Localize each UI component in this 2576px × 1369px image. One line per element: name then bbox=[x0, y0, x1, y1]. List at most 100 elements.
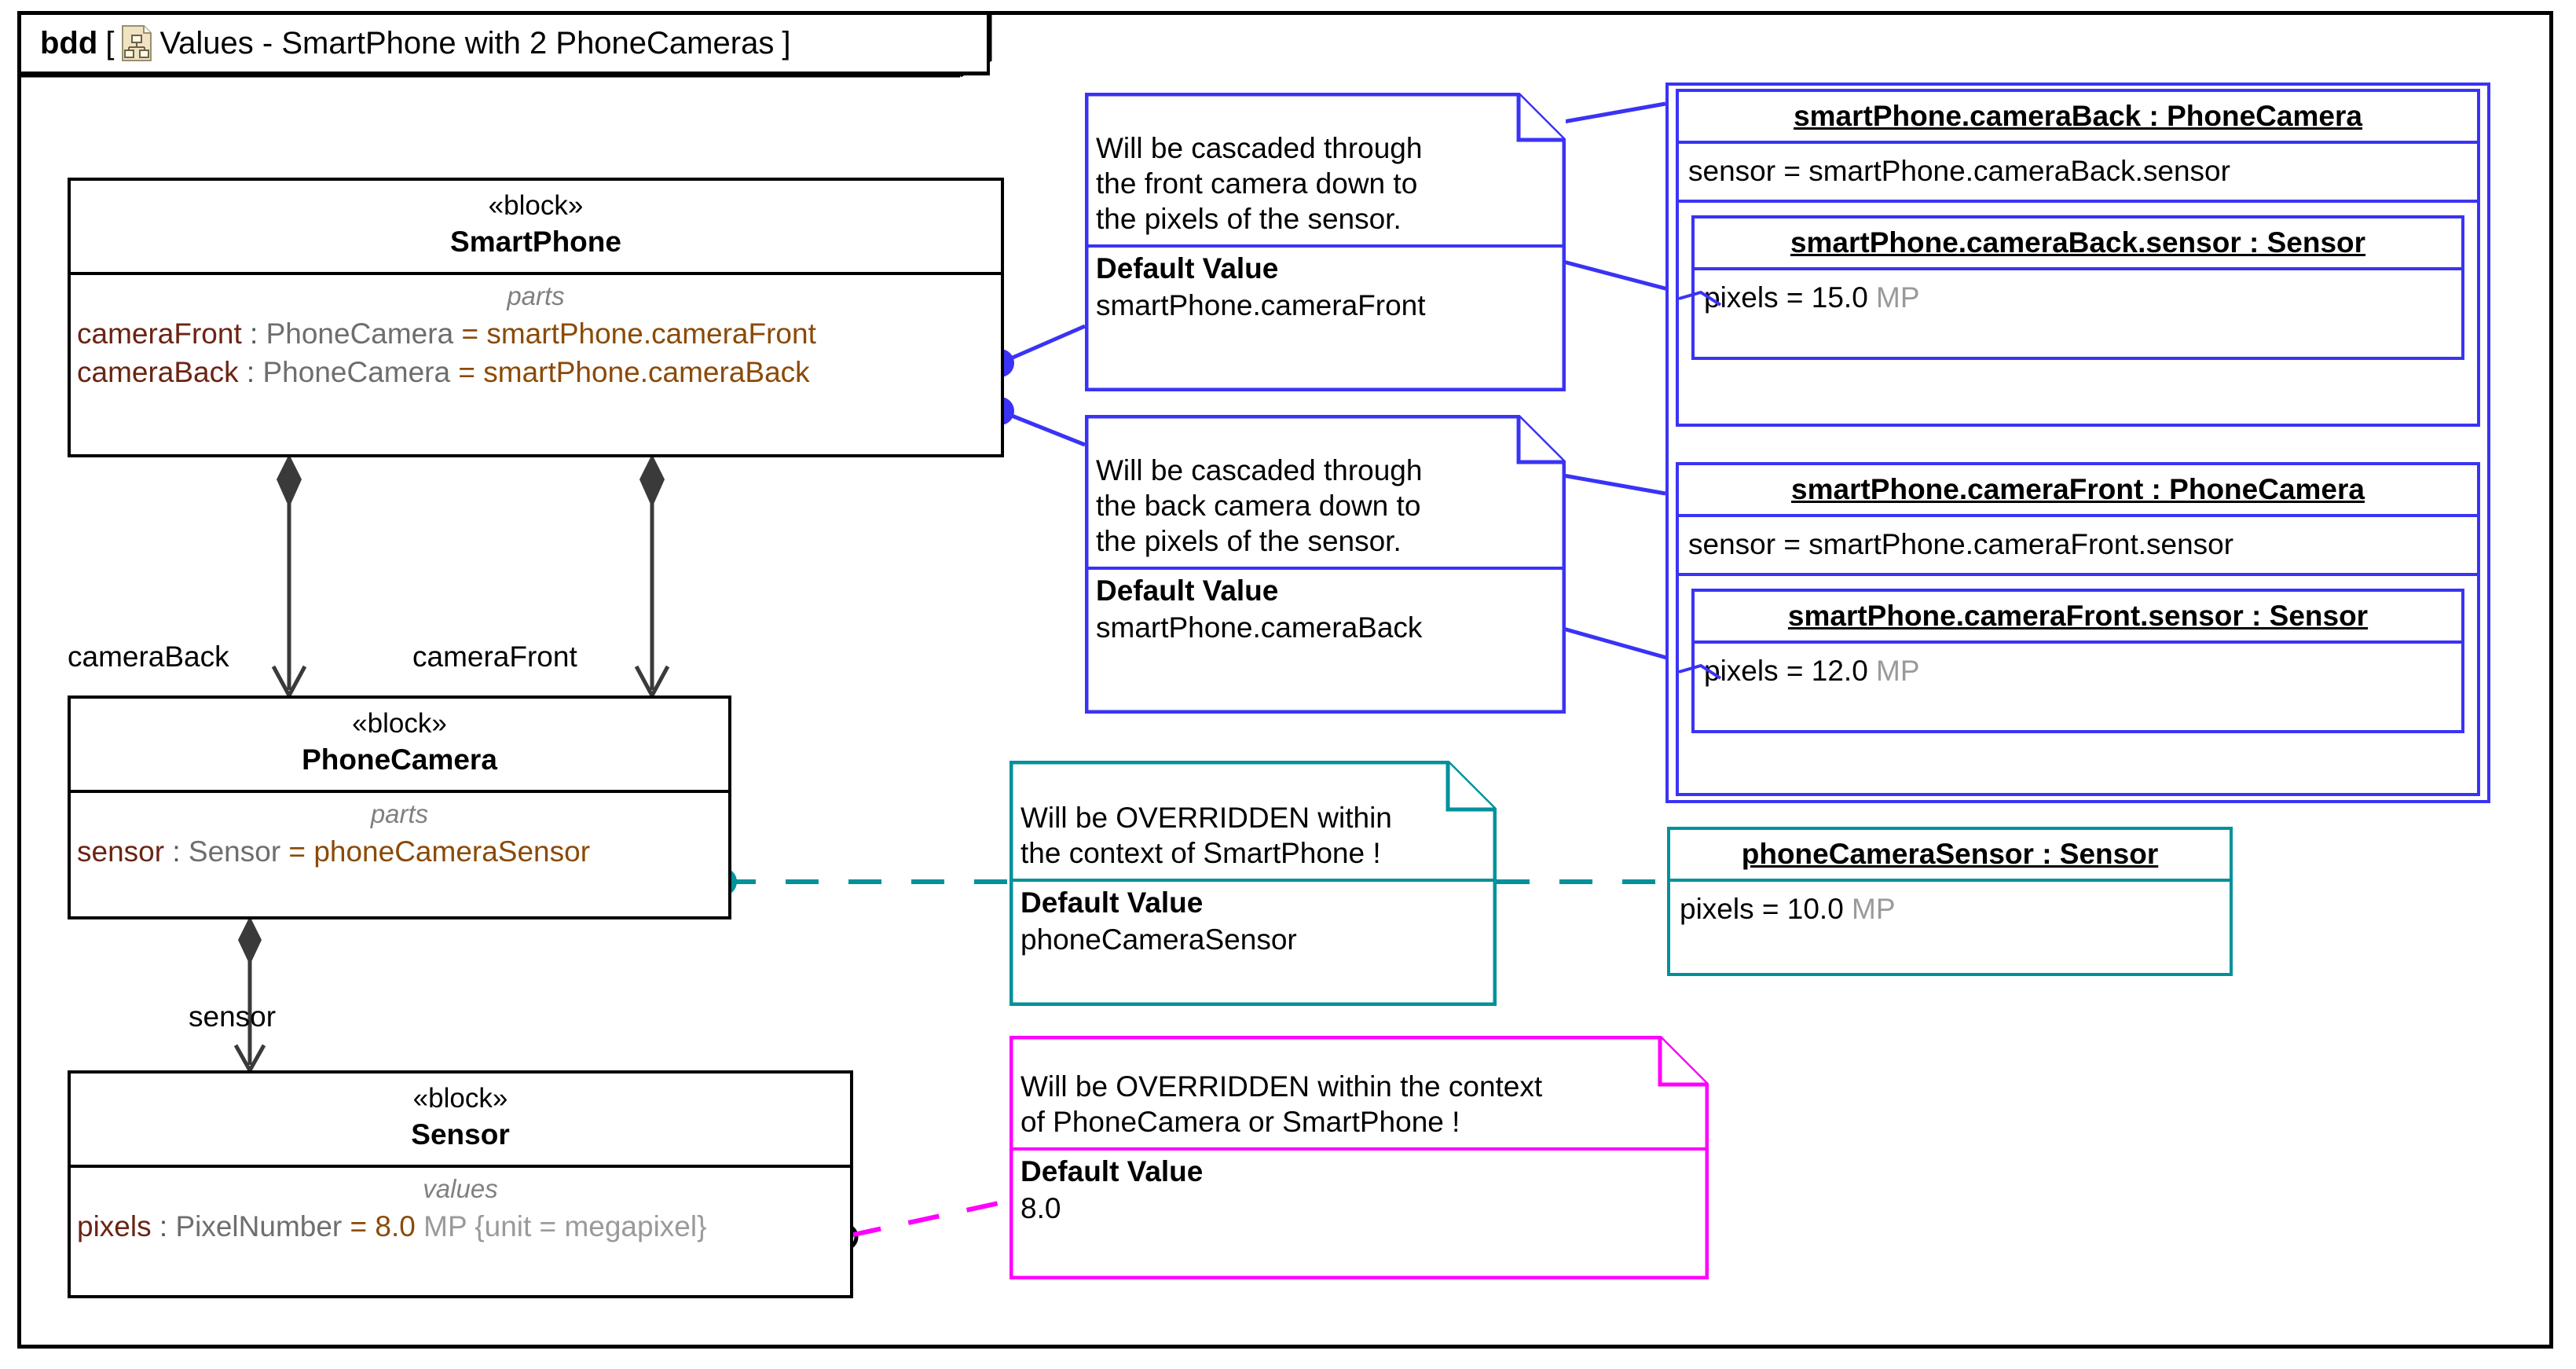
block-smartphone-stereotype: «block» bbox=[488, 190, 584, 221]
block-sensor[interactable]: «block» Sensor values pixels : PixelNumb… bbox=[68, 1070, 853, 1298]
default-value-title: Default Value bbox=[1096, 252, 1279, 285]
property-camera-back-equals: = bbox=[450, 355, 484, 388]
property-camera-back-colon: : bbox=[238, 355, 263, 388]
block-sensor-name: Sensor bbox=[411, 1118, 510, 1151]
compartment-label-parts: parts bbox=[507, 281, 565, 310]
slot-unit: MP bbox=[1867, 281, 1920, 314]
note-line: the context of SmartPhone ! bbox=[1021, 837, 1381, 870]
note-line: Will be OVERRIDDEN within the context bbox=[1021, 1070, 1543, 1103]
property-camera-front-name: cameraFront bbox=[77, 317, 242, 350]
block-sensor-header: «block» Sensor bbox=[71, 1074, 850, 1168]
note-line: Will be OVERRIDDEN within bbox=[1021, 802, 1392, 834]
instance-camera-back-sensor-header: smartPhone.cameraBack.sensor : Sensor bbox=[1695, 218, 2461, 267]
property-pixels-constraint: {unit = megapixel} bbox=[475, 1209, 707, 1242]
instance-camera-front[interactable]: smartPhone.cameraFront : PhoneCamera sen… bbox=[1676, 462, 2480, 796]
note-divider bbox=[1010, 1147, 1709, 1151]
property-pixels-type: PixelNumber bbox=[175, 1209, 343, 1242]
property-pixels[interactable]: pixels : PixelNumber = 8.0 MP {unit = me… bbox=[71, 1208, 850, 1246]
instance-camera-back-title: smartPhone.cameraBack : PhoneCamera bbox=[1794, 100, 2362, 132]
note-line: the pixels of the sensor. bbox=[1096, 525, 1402, 558]
property-sensor-colon: : bbox=[164, 835, 189, 868]
block-phonecamera[interactable]: «block» PhoneCamera parts sensor : Senso… bbox=[68, 696, 731, 919]
block-phonecamera-parts-compartment: parts sensor : Sensor = phoneCameraSenso… bbox=[71, 793, 728, 883]
instance-camera-back[interactable]: smartPhone.cameraBack : PhoneCamera sens… bbox=[1676, 89, 2480, 427]
note-cascade-back-default: Default Value smartPhone.cameraBack bbox=[1085, 570, 1566, 654]
note-line: Will be cascaded through bbox=[1096, 132, 1423, 164]
note-override-sensor[interactable]: Will be OVERRIDDEN within the context of… bbox=[1010, 1036, 1709, 1279]
property-sensor[interactable]: sensor : Sensor = phoneCameraSensor bbox=[71, 833, 728, 872]
property-pixels-unit: MP bbox=[415, 1209, 475, 1242]
default-value-title: Default Value bbox=[1021, 886, 1204, 919]
slot-name: pixels = bbox=[1704, 654, 1812, 687]
block-smartphone-name: SmartPhone bbox=[450, 225, 621, 258]
property-camera-back-type: PhoneCamera bbox=[262, 355, 451, 388]
block-phonecamera-header: «block» PhoneCamera bbox=[71, 699, 728, 793]
note-divider bbox=[1085, 244, 1566, 248]
note-line: the back camera down to bbox=[1096, 490, 1421, 523]
instance-camera-front-header: smartPhone.cameraFront : PhoneCamera bbox=[1679, 465, 2477, 514]
slot-name: pixels = bbox=[1704, 281, 1812, 314]
property-camera-back[interactable]: cameraBack : PhoneCamera = smartPhone.ca… bbox=[71, 354, 1001, 392]
slot-value: 10.0 bbox=[1786, 893, 1844, 926]
instance-camera-front-sensor-slot: pixels = 12.0 MP bbox=[1695, 644, 2461, 730]
instance-phonecamerasensor-header: phoneCameraSensor : Sensor bbox=[1670, 830, 2230, 879]
note-cascade-back-text: Will be cascaded through the back camera… bbox=[1085, 415, 1566, 567]
property-pixels-equals: = bbox=[342, 1209, 376, 1242]
instance-camera-front-sensor[interactable]: smartPhone.cameraFront.sensor : Sensor p… bbox=[1691, 588, 2464, 733]
bdd-diagram-icon bbox=[122, 25, 152, 61]
note-line: the pixels of the sensor. bbox=[1096, 203, 1402, 236]
property-sensor-value: phoneCameraSensor bbox=[313, 835, 591, 868]
note-line: Will be cascaded through bbox=[1096, 454, 1423, 486]
slot-value: 12.0 bbox=[1811, 654, 1868, 687]
note-cascade-back[interactable]: Will be cascaded through the back camera… bbox=[1085, 415, 1566, 714]
slot-name: pixels = bbox=[1680, 893, 1787, 926]
block-smartphone[interactable]: «block» SmartPhone parts cameraFront : P… bbox=[68, 178, 1004, 457]
instance-phonecamerasensor-title: phoneCameraSensor : Sensor bbox=[1741, 838, 2159, 870]
default-value-text: smartPhone.cameraFront bbox=[1096, 288, 1426, 321]
property-sensor-equals: = bbox=[280, 835, 314, 868]
instance-camera-front-title: smartPhone.cameraFront : PhoneCamera bbox=[1791, 473, 2365, 505]
note-cascade-front[interactable]: Will be cascaded through the front camer… bbox=[1085, 93, 1566, 391]
note-divider bbox=[1010, 879, 1497, 883]
slot-unit: MP bbox=[1867, 654, 1920, 687]
diagram-title: Values - SmartPhone with 2 PhoneCameras bbox=[159, 25, 775, 61]
note-override-phonecamera-text: Will be OVERRIDDEN within the context of… bbox=[1010, 761, 1497, 879]
property-sensor-name: sensor bbox=[77, 835, 165, 868]
slot-value: 15.0 bbox=[1811, 281, 1868, 314]
bracket-open: [ bbox=[105, 25, 115, 61]
property-pixels-name: pixels bbox=[77, 1209, 152, 1242]
property-camera-back-value: smartPhone.cameraBack bbox=[483, 355, 810, 388]
property-camera-front-colon: : bbox=[241, 317, 266, 350]
assoc-label-camera-front: cameraFront bbox=[412, 640, 577, 673]
instance-camera-back-nested-compartment: smartPhone.cameraBack.sensor : Sensor pi… bbox=[1679, 203, 2477, 373]
note-override-sensor-text: Will be OVERRIDDEN within the context of… bbox=[1010, 1036, 1709, 1147]
note-cascade-front-default: Default Value smartPhone.cameraFront bbox=[1085, 248, 1566, 332]
instance-camera-front-nested-compartment: smartPhone.cameraFront.sensor : Sensor p… bbox=[1679, 576, 2477, 747]
compartment-label-values: values bbox=[423, 1173, 498, 1203]
diagram-frame-header: bdd [ Values - SmartPhone with 2 PhoneCa… bbox=[17, 11, 990, 75]
property-pixels-value: 8.0 bbox=[375, 1209, 416, 1242]
instance-camera-back-sensor-slot: pixels = 15.0 MP bbox=[1695, 270, 2461, 357]
instance-camera-back-header: smartPhone.cameraBack : PhoneCamera bbox=[1679, 92, 2477, 141]
block-sensor-values-compartment: values pixels : PixelNumber = 8.0 MP {un… bbox=[71, 1168, 850, 1257]
property-camera-front[interactable]: cameraFront : PhoneCamera = smartPhone.c… bbox=[71, 315, 1001, 354]
instance-phonecamerasensor[interactable]: phoneCameraSensor : Sensor pixels = 10.0… bbox=[1667, 827, 2233, 976]
property-camera-front-value: smartPhone.cameraFront bbox=[486, 317, 816, 350]
block-phonecamera-stereotype: «block» bbox=[352, 708, 447, 739]
property-pixels-colon: : bbox=[151, 1209, 176, 1242]
default-value-title: Default Value bbox=[1096, 574, 1279, 607]
assoc-label-sensor: sensor bbox=[189, 1000, 277, 1033]
instance-camera-back-sensor-title: smartPhone.cameraBack.sensor : Sensor bbox=[1790, 226, 2366, 259]
instance-phonecamerasensor-slot: pixels = 10.0 MP bbox=[1670, 882, 2230, 937]
note-override-phonecamera[interactable]: Will be OVERRIDDEN within the context of… bbox=[1010, 761, 1497, 1006]
default-value-text: 8.0 bbox=[1021, 1191, 1061, 1224]
instance-camera-back-slot: sensor = smartPhone.cameraBack.sensor bbox=[1688, 155, 2230, 188]
instance-camera-front-sensor-title: smartPhone.cameraFront.sensor : Sensor bbox=[1787, 599, 2369, 632]
block-sensor-stereotype: «block» bbox=[412, 1083, 508, 1114]
instance-camera-back-sensor[interactable]: smartPhone.cameraBack.sensor : Sensor pi… bbox=[1691, 215, 2464, 360]
note-divider bbox=[1085, 567, 1566, 571]
property-camera-front-equals: = bbox=[453, 317, 487, 350]
block-smartphone-header: «block» SmartPhone bbox=[71, 181, 1001, 275]
block-smartphone-parts-compartment: parts cameraFront : PhoneCamera = smartP… bbox=[71, 275, 1001, 403]
default-value-text: smartPhone.cameraBack bbox=[1096, 611, 1423, 644]
